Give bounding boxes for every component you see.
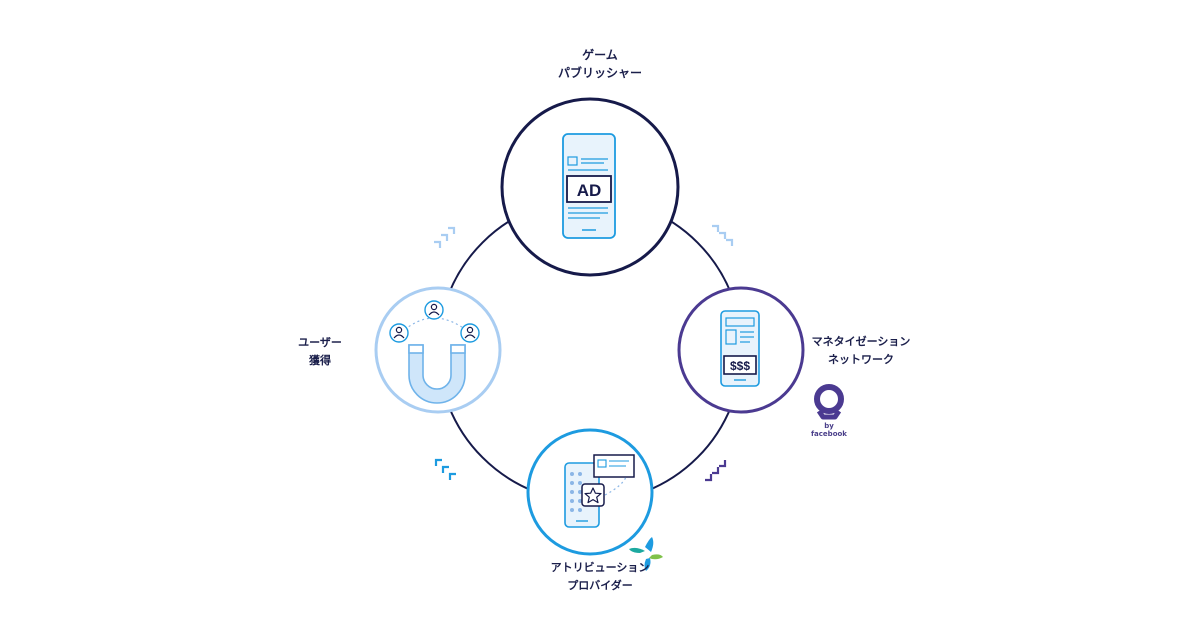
chevron-icon — [705, 460, 727, 482]
attribution-label: アトリビューション プロバイダー — [500, 559, 700, 595]
person-icon — [389, 323, 409, 343]
attribution-label-line2: プロバイダー — [567, 579, 633, 592]
money-text: $$$ — [730, 359, 750, 373]
chevron-icon — [434, 226, 456, 248]
connector-dashes — [604, 476, 627, 496]
attribution-label-line1: アトリビューション — [550, 561, 650, 574]
person-icon — [424, 300, 444, 320]
chevron-icon — [712, 224, 734, 246]
attribution-node — [526, 428, 654, 556]
brand-logo-icon — [814, 384, 844, 420]
user-acquisition-label-line2: 獲得 — [309, 354, 331, 367]
chevron-icon — [434, 458, 456, 480]
publisher-node: AD — [500, 97, 680, 277]
ad-text: AD — [577, 181, 602, 200]
user-acquisition-label-line1: ユーザー — [298, 336, 342, 349]
publisher-label-line1: ゲーム — [582, 48, 618, 62]
star-icon — [581, 483, 605, 507]
user-acquisition-label: ユーザー 獲得 — [292, 334, 348, 370]
network-node: $$$ — [677, 286, 805, 414]
magnet-icon — [408, 344, 466, 404]
publisher-label: ゲーム パブリッシャー — [500, 46, 700, 82]
phone-icon: AD — [562, 133, 616, 239]
network-label-line2: ネットワーク — [828, 353, 894, 366]
network-label-line1: マネタイゼーション — [811, 335, 911, 348]
network-label: マネタイゼーション ネットワーク — [806, 333, 916, 369]
brand-logo-icon — [629, 537, 663, 571]
person-icon — [460, 323, 480, 343]
ad-card-icon — [593, 454, 635, 478]
publisher-label-line2: パブリッシャー — [557, 66, 642, 80]
brand-caption: by facebook — [811, 422, 847, 438]
phone-icon: $$$ — [720, 310, 760, 387]
user-acquisition-node — [374, 286, 502, 414]
